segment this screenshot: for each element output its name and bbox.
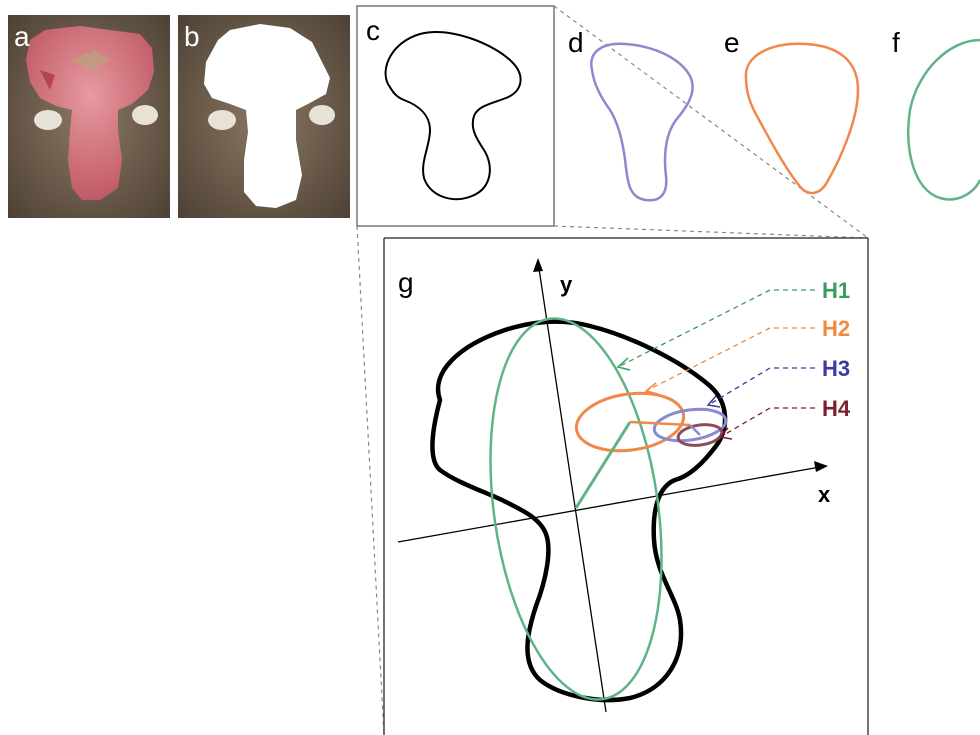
panel-d-harmonic-shape: d: [568, 27, 693, 200]
legend-h1: H1: [822, 278, 850, 303]
panel-a-letter: a: [14, 21, 30, 52]
panel-a-photo: a: [8, 15, 170, 218]
panel-c-outline: c: [357, 6, 554, 226]
panel-f-harmonic-shape: f: [892, 27, 980, 199]
panel-b-letter: b: [184, 21, 200, 52]
x-axis-arrow: [814, 461, 828, 472]
panel-e-letter: e: [724, 27, 740, 58]
panel-b-photo: b: [178, 15, 350, 218]
x-axis-label: x: [818, 482, 831, 507]
h4-leader: [722, 408, 815, 436]
legend-h3: H3: [822, 356, 850, 381]
panel-d-letter: d: [568, 27, 584, 58]
panel-g: g y x: [384, 238, 868, 735]
panel-e-harmonic-shape: e: [724, 27, 858, 193]
x-axis: [398, 467, 820, 542]
legend-h4: H4: [822, 396, 851, 421]
harmonic-h1-ellipse: [468, 307, 684, 710]
legend-h2: H2: [822, 316, 850, 341]
panel-g-letter: g: [398, 267, 414, 298]
h2-radius-line: [576, 422, 630, 508]
h3-leader: [710, 368, 815, 404]
panel-f-letter: f: [892, 27, 900, 58]
shape-outline: [432, 322, 725, 700]
y-axis-label: y: [560, 272, 573, 297]
y-axis-arrow: [533, 258, 543, 272]
panel-c-letter: c: [366, 15, 380, 46]
leader-lines: [620, 290, 815, 436]
